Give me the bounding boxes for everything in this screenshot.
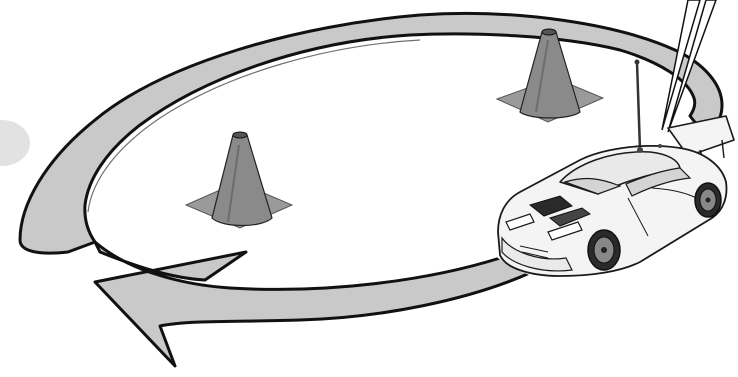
antenna-tip — [635, 60, 640, 65]
side-circle-marker — [0, 120, 30, 166]
antenna — [637, 62, 640, 150]
roof-marker — [658, 144, 662, 148]
cone-tip-back — [542, 29, 556, 35]
traffic-cone-front — [186, 132, 292, 228]
cone-tip-front — [233, 132, 247, 138]
cone-body-back — [520, 32, 580, 118]
arrow-ring-front — [95, 242, 532, 366]
antenna-mount — [637, 147, 643, 153]
cone-body-front — [212, 135, 272, 226]
front-wheel — [588, 230, 620, 270]
rear-wheel — [695, 183, 721, 217]
